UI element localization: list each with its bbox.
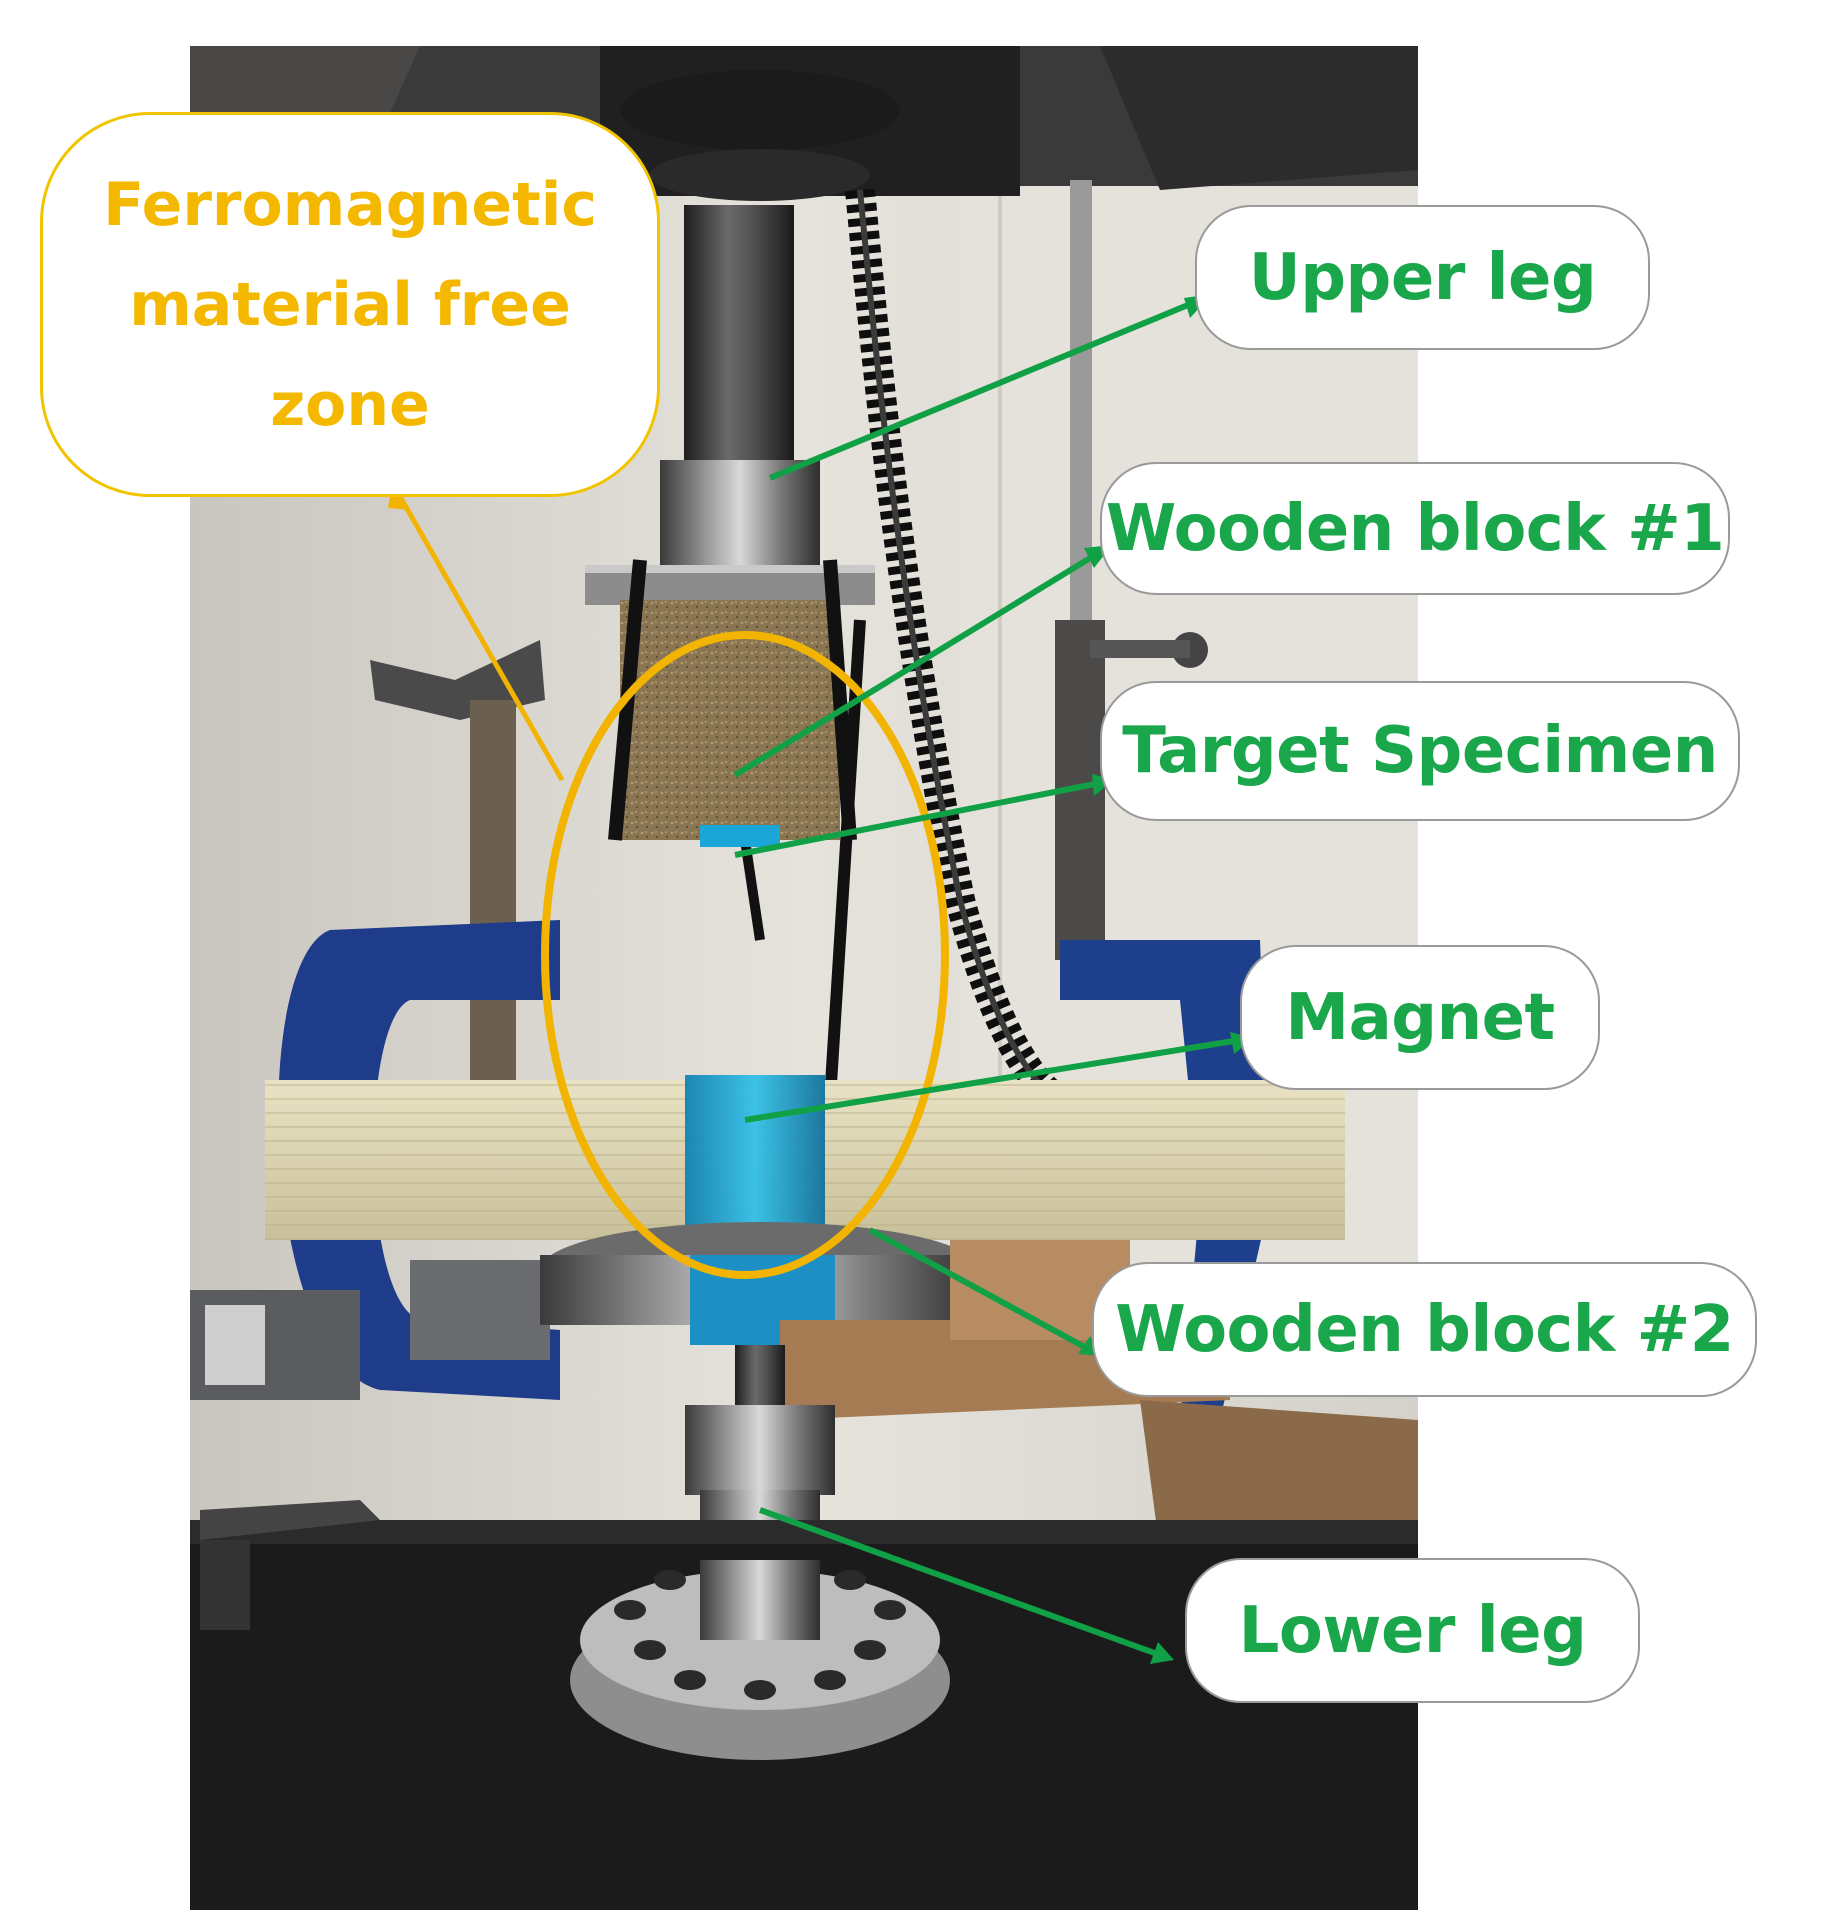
magnet-pointer	[744, 1037, 1241, 1123]
zone-callout-line-1: Ferromagnetic	[103, 169, 597, 240]
ferromagnetic-free-zone-ellipse	[541, 631, 949, 1279]
zone-callout-line-3: zone	[270, 369, 430, 440]
wooden-block-1-callout: Wooden block #1	[1100, 462, 1730, 595]
lower-leg-callout: Lower leg	[1185, 1558, 1640, 1703]
upper-leg-pointer	[768, 297, 1202, 481]
upper-leg-callout: Upper leg	[1195, 205, 1650, 350]
wooden-block-2-callout: Wooden block #2	[1092, 1262, 1757, 1397]
magnet-callout: Magnet	[1240, 945, 1600, 1090]
wooden-block-1-pointer	[733, 549, 1102, 778]
target-specimen-pointer	[734, 780, 1101, 858]
zone-callout: Ferromagnetic material free zone	[40, 112, 660, 497]
zone-callout-line-2: material free	[129, 269, 571, 340]
zone-pointer-line	[395, 491, 565, 782]
target-specimen-callout: Target Specimen	[1100, 681, 1740, 821]
lower-leg-pointer	[758, 1507, 1162, 1658]
wooden-block-2-pointer	[868, 1227, 1092, 1353]
